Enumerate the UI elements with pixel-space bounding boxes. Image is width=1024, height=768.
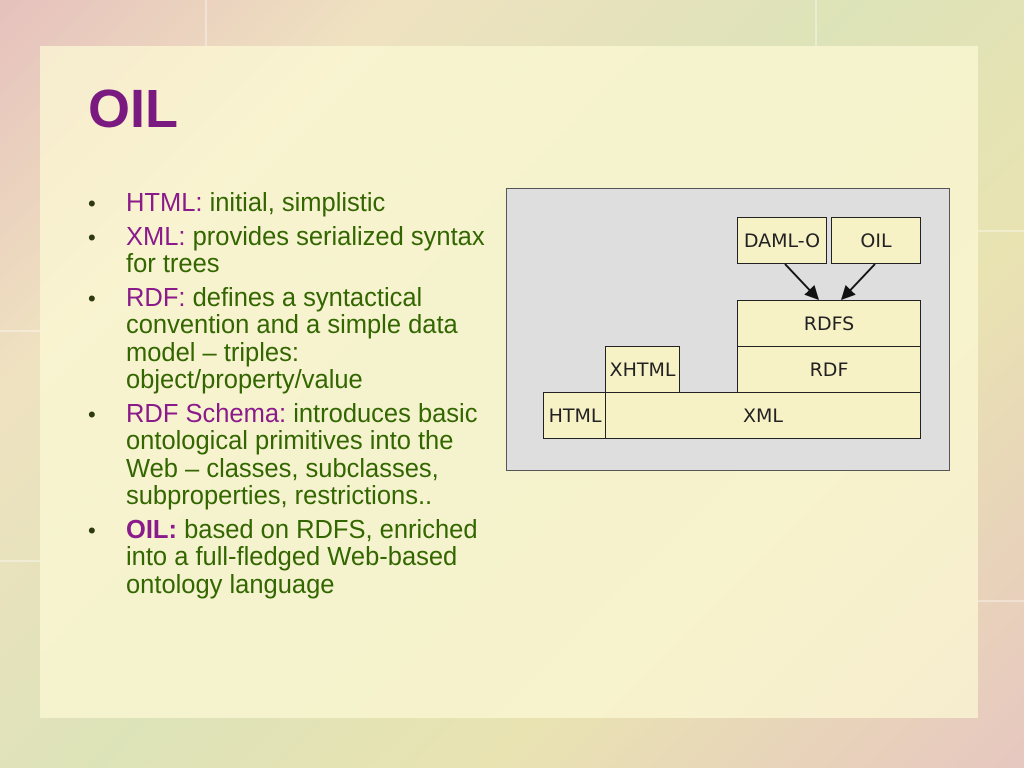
rdfs-box: RDFS — [737, 300, 921, 347]
bullet-text: defines a syntactical convention and a s… — [126, 283, 458, 394]
bullet-term: OIL: — [126, 515, 177, 544]
xml-box: XML — [605, 392, 921, 439]
bullet-term: RDF: — [126, 283, 186, 312]
oil-box: OIL — [831, 217, 921, 264]
bullet-text: provides serialized syntax for trees — [126, 222, 485, 278]
background-line — [978, 230, 1024, 232]
background-line — [0, 330, 40, 332]
html-box: HTML — [543, 392, 607, 439]
bullet-list: • HTML: initial, simplistic • XML: provide… — [88, 189, 488, 605]
bullet-dot-icon: • — [88, 224, 96, 250]
bullet-item-oil: • OIL: based on RDFS, enriched into a ful… — [88, 515, 488, 600]
bullet-item-xml: • XML: provides serialized syntax for tre… — [88, 222, 488, 279]
arrow-daml-o-to-rdfs — [784, 263, 819, 301]
bullet-text: introduces basic ontological primitives … — [126, 399, 478, 510]
bullet-dot-icon: • — [88, 401, 96, 427]
background-line — [0, 560, 40, 562]
diagram-arrows — [784, 263, 876, 301]
bullet-term: RDF Schema: — [126, 399, 287, 428]
bullet-dot-icon: • — [88, 285, 96, 311]
layer-stack-diagram: DAML-O OIL RDFS XHTML RDF HTML XML — [506, 188, 950, 471]
daml-o-box: DAML-O — [737, 217, 827, 264]
bullet-item-rdf-schema: • RDF Schema: introduces basic ontologica… — [88, 399, 488, 511]
bullet-text: based on RDFS, enriched into a full-fled… — [126, 515, 478, 599]
bullet-term: HTML: — [126, 189, 203, 217]
bullet-text: initial, simplistic — [202, 189, 386, 217]
slide-title: OIL — [88, 79, 178, 139]
bullet-item-html: • HTML: initial, simplistic — [88, 189, 488, 218]
background-line — [205, 0, 207, 46]
bullet-dot-icon: • — [88, 191, 96, 216]
bullet-term: XML: — [126, 222, 186, 251]
background-line — [815, 0, 817, 46]
xhtml-box: XHTML — [605, 346, 680, 393]
bullet-dot-icon: • — [88, 517, 96, 543]
background-line — [978, 600, 1024, 602]
arrow-oil-to-rdfs — [841, 263, 876, 301]
rdf-box: RDF — [737, 346, 921, 393]
bullet-item-rdf: • RDF: defines a syntactical convention a… — [88, 283, 488, 395]
